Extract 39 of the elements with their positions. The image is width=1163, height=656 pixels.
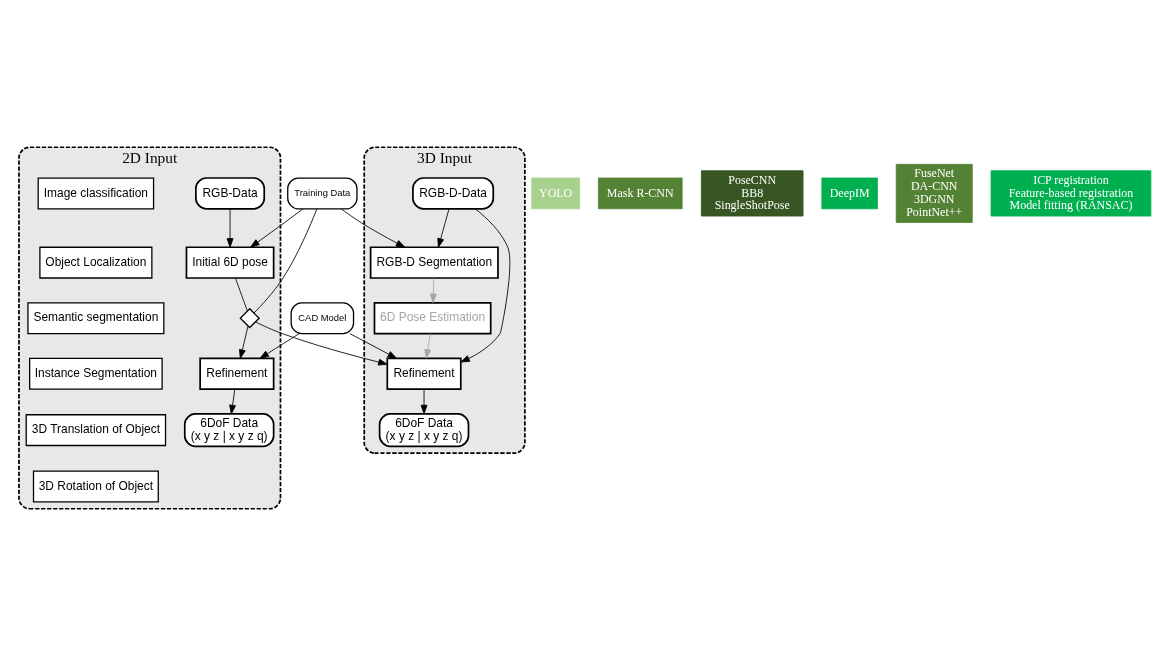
arrow (229, 388, 236, 415)
node-box: Image classification (37, 177, 155, 210)
node-box: 3D Rotation of Object (32, 470, 159, 503)
node-box: Initial 6D pose (185, 246, 275, 279)
node-box: Object Localization (39, 246, 153, 279)
node-box: PoseCNN BB8 SingleShotPose (700, 170, 804, 217)
node-box: DeepIM (821, 177, 878, 210)
node-box: Instance Segmentation (29, 357, 163, 390)
node-box: Mask R-CNN (597, 177, 683, 210)
node-box: Semantic segmentation (27, 302, 165, 335)
arrow (437, 208, 450, 248)
node-box: RGB-D Segmentation (369, 246, 499, 279)
arrow (340, 208, 406, 248)
node-box: Refinement (199, 357, 275, 390)
arrow (250, 208, 304, 248)
node-box: ICP registration Feature-based registration Model fitting (RANSAC) (990, 170, 1152, 217)
arrow (259, 333, 300, 359)
node-box: Training Data (287, 177, 358, 210)
node-box: 3D Translation of Object (25, 414, 167, 447)
node-box: 6D Pose Estimation (373, 301, 492, 335)
node-box: RGB-Data (195, 177, 266, 210)
arrow (349, 333, 397, 359)
node-box: RGB-D-Data (412, 177, 495, 210)
arrow (239, 325, 249, 359)
node-box: YOLO (531, 177, 580, 210)
node-diamond (239, 307, 260, 329)
node-box: 6DoF Data (x y z | x y z q) (183, 413, 275, 448)
arrow (420, 388, 428, 415)
arrow (255, 321, 388, 366)
arrow (460, 208, 511, 363)
arrow (424, 333, 432, 359)
arrow (429, 277, 437, 304)
connector (235, 277, 248, 312)
node-box: Refinement (386, 357, 462, 390)
node-box: CAD Model (290, 302, 355, 335)
connector (253, 208, 318, 314)
node-box: FuseNet DA-CNN 3DGNN PointNet++ (895, 163, 973, 223)
arrow (226, 208, 234, 248)
node-box: 6DoF Data (x y z | x y z q) (378, 413, 470, 448)
